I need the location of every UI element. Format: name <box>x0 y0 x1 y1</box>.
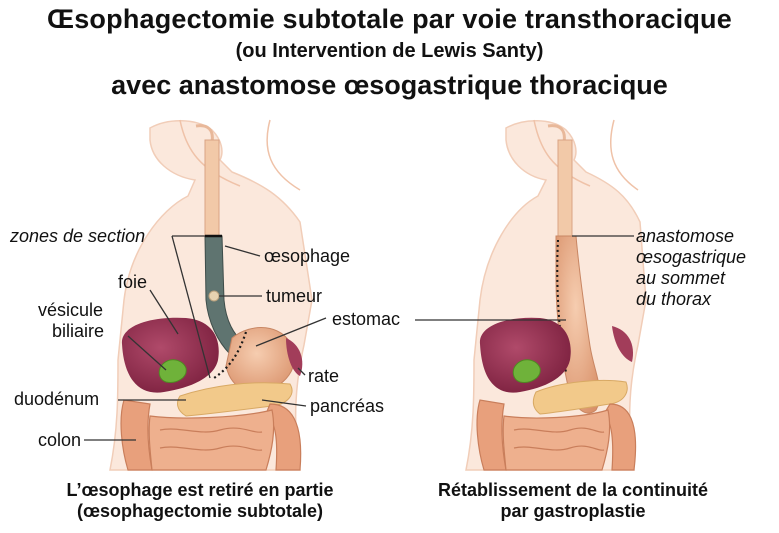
label-rate: rate <box>308 366 339 387</box>
caption-left-line-1: L’œsophage est retiré en partie <box>20 480 380 501</box>
right-figure <box>466 120 646 470</box>
right-oesophagus <box>558 140 572 236</box>
label-estomac: estomac <box>332 309 400 330</box>
label-duodenum: duodénum <box>14 389 99 410</box>
label-tumeur: tumeur <box>266 286 322 307</box>
caption-right: Rétablissement de la continuité par gast… <box>388 480 758 522</box>
caption-right-line-2: par gastroplastie <box>388 501 758 522</box>
tumor <box>209 291 219 301</box>
label-biliaire: biliaire <box>52 321 104 342</box>
label-oesophage: œsophage <box>264 246 350 267</box>
label-anastomose-2: œsogastrique <box>636 247 746 268</box>
left-oesophagus-upper <box>205 140 219 236</box>
label-foie: foie <box>118 272 147 293</box>
label-anastomose-4: du thorax <box>636 289 711 310</box>
caption-left: L’œsophage est retiré en partie (œsophag… <box>20 480 380 522</box>
label-pancreas: pancréas <box>310 396 384 417</box>
label-anastomose-1: anastomose <box>636 226 734 247</box>
label-colon: colon <box>38 430 81 451</box>
label-anastomose-3: au sommet <box>636 268 725 289</box>
caption-left-line-2: (œsophagectomie subtotale) <box>20 501 380 522</box>
label-zones-de-section: zones de section <box>10 226 145 247</box>
caption-right-line-1: Rétablissement de la continuité <box>388 480 758 501</box>
label-vesicule: vésicule <box>38 300 103 321</box>
